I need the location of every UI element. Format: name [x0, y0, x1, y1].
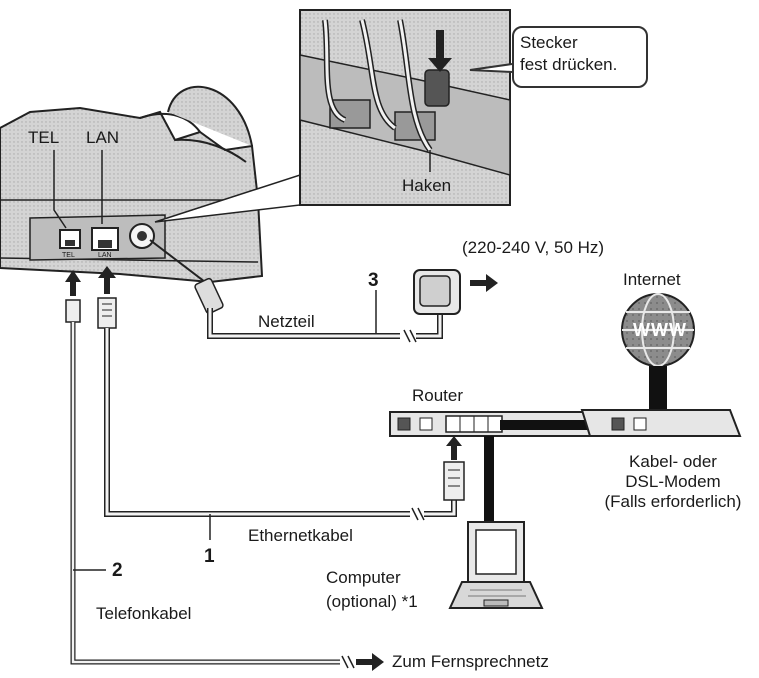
number-1: 1	[204, 546, 215, 567]
www-label: WWW	[633, 320, 687, 340]
modem	[580, 409, 742, 437]
tel-label: TEL	[28, 128, 60, 147]
fernsprechnetz-label: Zum Fernsprechnetz	[392, 652, 549, 671]
arrow-right-icon	[356, 653, 384, 671]
callout-line2: fest drücken.	[520, 55, 618, 74]
ethernet-cable	[97, 266, 465, 521]
computer-label: Computer (optional) *1	[326, 568, 418, 612]
router-label: Router	[412, 386, 464, 405]
lan-label: LAN	[86, 128, 120, 147]
arrow-up-icon	[65, 270, 81, 296]
lan-port-label: LAN	[98, 252, 112, 259]
base-unit	[0, 85, 264, 284]
inset-detail	[154, 9, 513, 223]
number-3: 3	[368, 270, 379, 291]
modem-label-line1: Kabel- oder	[629, 452, 717, 471]
computer-label-line2: (optional) *1	[326, 592, 418, 611]
internet-globe	[621, 293, 695, 410]
telefonkabel-label: Telefonkabel	[96, 604, 192, 623]
callout-line1: Stecker	[520, 33, 578, 52]
modem-label-line3: (Falls erforderlich)	[604, 492, 742, 511]
callout-box: Stecker fest drücken.	[512, 26, 648, 88]
router	[389, 411, 592, 437]
telephone-cable	[65, 270, 384, 671]
haken-label: Haken	[402, 176, 452, 195]
power-adapter	[149, 239, 498, 343]
internet-label: Internet	[623, 270, 681, 289]
computer-label-line1: Computer	[326, 568, 401, 587]
number-2: 2	[112, 560, 123, 581]
netzteil-label: Netzteil	[258, 312, 315, 331]
voltage-label: (220-240 V, 50 Hz)	[462, 238, 605, 257]
tel-port-label: TEL	[62, 252, 75, 259]
arrow-down-icon	[428, 30, 452, 72]
modem-label-line2: DSL-Modem	[625, 472, 721, 491]
arrow-right-icon	[470, 274, 498, 292]
ethernet-label: Ethernetkabel	[248, 526, 353, 545]
arrow-up-icon	[98, 266, 116, 294]
arrow-up-icon	[446, 436, 462, 460]
modem-label: Kabel- oder DSL-Modem (Falls erforderlic…	[588, 452, 758, 512]
computer	[448, 521, 544, 609]
